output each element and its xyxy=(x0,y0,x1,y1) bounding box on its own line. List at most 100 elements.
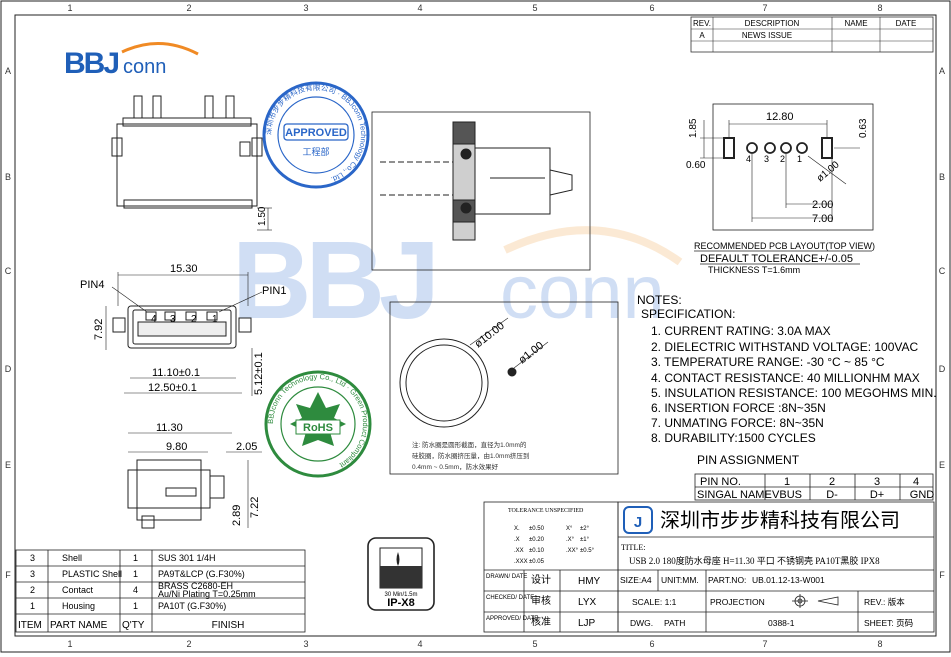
seal-note-line-1: 注: 防水圈是圆形截面，直径为1.0mm的 xyxy=(412,440,527,449)
approved-stamp-label: APPROVED xyxy=(285,127,347,139)
tolerance-cell: .XX xyxy=(514,548,524,554)
zone-row-left: D xyxy=(5,364,12,374)
tolerance-cell: ±0.20 xyxy=(529,537,545,543)
bom-header-qty: Q'TY xyxy=(122,620,145,631)
zone-row-left: C xyxy=(5,266,12,276)
checked-label: CHECKED/ DATE xyxy=(486,595,534,601)
revision-table: REV. DESCRIPTION NAME DATE A NEWS ISSUE xyxy=(690,16,934,53)
pin-assignment-table: PIN ASSIGNMENT PIN NO. 1 2 3 4 SINGAL NA… xyxy=(694,453,935,501)
dwg-number: 0388-1 xyxy=(768,618,795,628)
signal-d-plus: D+ xyxy=(870,489,884,501)
zone-row-right: B xyxy=(939,172,945,182)
dim-pcb-12-80: 12.80 xyxy=(766,111,794,123)
zone-col-top: 1 xyxy=(67,3,72,13)
bom-header-finish: FINISH xyxy=(212,620,245,631)
bom-finish: SUS 301 1/4H xyxy=(158,553,216,563)
seal-note: 注: 防水圈是圆形截面，直径为1.0mm的 硅胶圈，防水圈挤压量，由1.0mm挤… xyxy=(412,440,529,471)
pin-assignment-title: PIN ASSIGNMENT xyxy=(697,453,800,467)
note-item-6: 6. INSERTION FORCE :8N~35N xyxy=(651,401,826,415)
zone-row-right: A xyxy=(939,66,945,76)
dim-5-12: 5.12±0.1 xyxy=(253,352,265,395)
rev-header-description: DESCRIPTION xyxy=(745,19,800,28)
pcb-hole-1: 1 xyxy=(797,154,802,164)
dim-pcb-1-85: 1.85 xyxy=(688,118,699,138)
projection-field: PROJECTION xyxy=(710,597,765,607)
pcb-caption: RECOMMENDED PCB LAYOUT(TOP VIEW) xyxy=(694,241,875,251)
svg-text:J: J xyxy=(634,514,642,531)
zone-row-right: C xyxy=(939,266,946,276)
pcb-tolerance: DEFAULT TOLERANCE+/-0.05 xyxy=(700,253,853,265)
zone-row-left: E xyxy=(5,460,11,470)
drawing-title: USB 2.0 180度防水母座 H=11.30 平口 不锈钢壳 PA10T黑胶… xyxy=(629,555,880,566)
zone-col-bottom: 3 xyxy=(303,639,308,649)
zone-col-bottom: 1 xyxy=(67,639,72,649)
dim-pcb-7-00: 7.00 xyxy=(812,213,833,225)
seal-note-line-3: 0.4mm ~ 0.5mm，防水效果好 xyxy=(412,462,499,471)
approved-stamp: 深圳市步步精科技有限公司 · BBJconn Technology Co., L… xyxy=(262,81,370,189)
dim-7-22: 7.22 xyxy=(249,497,261,518)
note-item-4: 4. CONTACT RESISTANCE: 40 MILLIONHM MAX xyxy=(651,371,920,385)
ipx8-depth: 30 Min/1.5m xyxy=(384,592,417,598)
pcb-hole-2: 2 xyxy=(780,154,785,164)
bom-part-name: Shell xyxy=(62,553,82,563)
signal-vbus: VBUS xyxy=(772,489,802,501)
tolerance-cell: .XXX xyxy=(514,559,528,565)
signal-name-label: SINGAL NAME xyxy=(697,489,772,501)
drawn-by: HMY xyxy=(578,576,601,587)
bom-part-name: Contact xyxy=(62,585,94,595)
pcb-hole-3: 3 xyxy=(764,154,769,164)
title-block: J 深圳市步步精科技有限公司 TITLE: USB 2.0 180度防水母座 H… xyxy=(617,501,935,633)
seal-ring-detail xyxy=(389,301,619,475)
watermark-conn: conn xyxy=(500,250,665,335)
zone-row-left: B xyxy=(5,172,11,182)
bom-header-item: ITEM xyxy=(18,620,42,631)
pin-no-label: PIN NO. xyxy=(700,476,741,488)
signal-gnd: GND xyxy=(910,489,935,501)
dim-9-80: 9.80 xyxy=(166,441,187,453)
bom-finish: PA9T&LCP (G.F30%) xyxy=(158,569,245,579)
notes-subtitle: SPECIFICATION: xyxy=(641,307,735,321)
note-item-5: 5. INSULATION RESISTANCE: 100 MEGOHMS MI… xyxy=(651,386,937,400)
bom-qty: 4 xyxy=(133,585,138,595)
tolerance-cell: X. xyxy=(514,526,520,532)
drawn-label: DRAWN/ DATE xyxy=(486,574,527,580)
zone-col-bottom: 7 xyxy=(762,639,767,649)
bom-finish: PA10T (G.F30%) xyxy=(158,601,226,611)
checked-by: LYX xyxy=(578,597,596,608)
dim-11-10: 11.10±0.1 xyxy=(152,367,200,379)
part-no-value: UB.01.12-13-W001 xyxy=(752,575,825,585)
bom-header-part-name: PART NAME xyxy=(50,620,108,631)
zone-col-bottom: 8 xyxy=(877,639,882,649)
pin-no-1: 1 xyxy=(784,476,790,488)
zone-col-top: 5 xyxy=(532,3,537,13)
mating-pin-2: 2 xyxy=(191,314,197,325)
tolerance-cell: .XX° xyxy=(566,548,579,554)
company-logo: BBJ conn xyxy=(64,42,199,80)
approved-stamp-dept: 工程部 xyxy=(302,146,329,157)
bom-item: 3 xyxy=(30,553,35,563)
scale-field: SCALE: 1:1 xyxy=(632,597,677,607)
mating-pin-3: 3 xyxy=(170,314,176,325)
note-item-2: 2. DIELECTRIC WITHSTAND VOLTAGE: 100VAC xyxy=(651,340,918,354)
bom-finish-line-1: BRASS C2680-EH xyxy=(158,581,233,591)
drawn-role: 设计 xyxy=(531,573,551,586)
signal-d-minus: D- xyxy=(826,489,838,501)
projection-symbol-icon xyxy=(792,594,839,608)
label-pin1: PIN1 xyxy=(262,285,286,297)
dim-pcb-0-60: 0.60 xyxy=(686,160,706,171)
sheet-field: SHEET: 页码 xyxy=(864,618,913,628)
rev-header-rev: REV. xyxy=(693,19,711,28)
dim-2-89: 2.89 xyxy=(231,505,243,526)
dim-pcb-0-63: 0.63 xyxy=(858,118,869,138)
company-mark-icon: J xyxy=(623,506,653,534)
zone-col-top: 7 xyxy=(762,3,767,13)
rev-header-name: NAME xyxy=(844,19,867,28)
bom-finish-line-2: Au/Ni Plating T=0.25mm xyxy=(158,589,256,599)
side-view-drawing xyxy=(127,432,262,529)
mating-face-view xyxy=(105,272,263,396)
size-field: SIZE:A4 xyxy=(620,575,652,585)
pcb-thickness: THICKNESS T=1.6mm xyxy=(708,265,800,275)
zone-row-right: E xyxy=(939,460,945,470)
